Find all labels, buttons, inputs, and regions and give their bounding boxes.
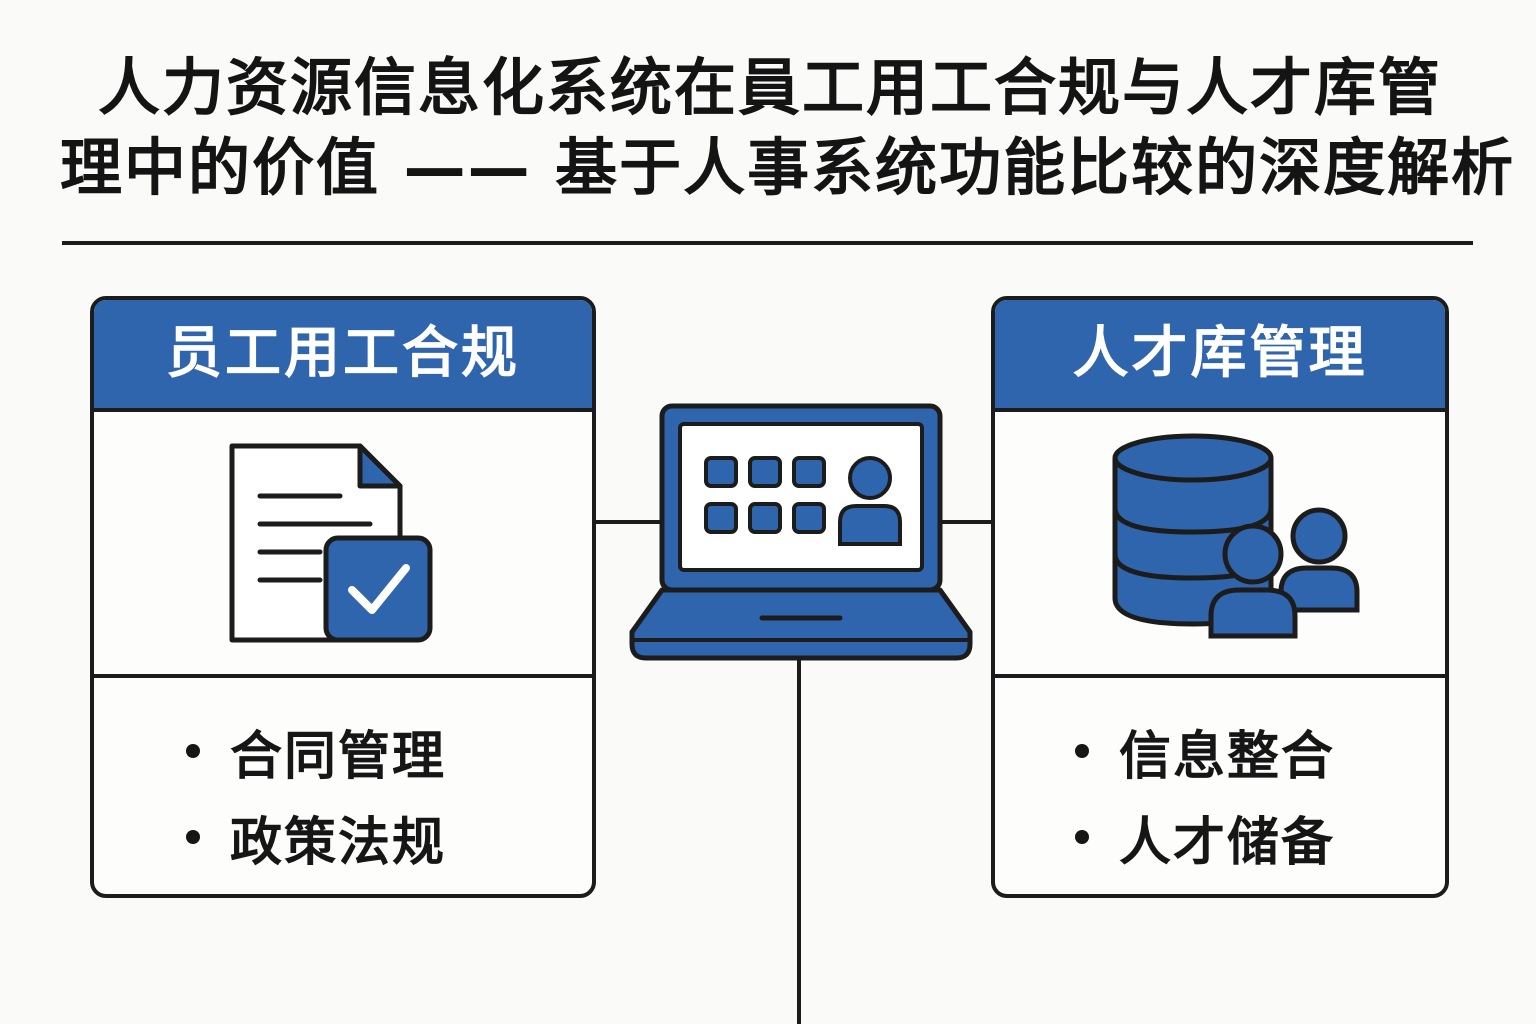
bullet-icon <box>1075 830 1089 844</box>
talent-pool-list: 信息整合 人才储备 <box>995 678 1445 880</box>
compliance-panel: 员工用工合规 合同管理 政策法规 <box>90 296 596 898</box>
list-item: 信息整合 <box>995 708 1445 794</box>
connector-down <box>797 660 801 1024</box>
bullet-icon <box>186 744 200 758</box>
list-item-label: 人才储备 <box>1119 812 1336 873</box>
talent-pool-icon-area <box>995 412 1445 678</box>
compliance-icon-area <box>94 412 592 678</box>
title-line-1: 人力资源信息化系统在員工用工合规与人才库管 <box>97 51 1442 124</box>
database-people-icon <box>1112 433 1360 639</box>
talent-pool-panel: 人才库管理 信息整合 人才储备 <box>991 296 1449 898</box>
list-item-label: 政策法规 <box>230 812 447 873</box>
connector-left <box>594 520 662 524</box>
page-title: 人力资源信息化系统在員工用工合规与人才库管 理中的价值 —— 基于人事系统功能比… <box>60 48 1516 208</box>
talent-pool-panel-header: 人才库管理 <box>995 300 1445 412</box>
list-item: 人才储备 <box>995 794 1445 880</box>
list-item-label: 信息整合 <box>1119 726 1336 787</box>
title-line-2: 理中的价值 —— 基于人事系统功能比较的深度解析 <box>60 131 1516 204</box>
compliance-list: 合同管理 政策法规 <box>94 678 592 880</box>
list-item-label: 合同管理 <box>230 726 447 787</box>
bullet-icon <box>186 830 200 844</box>
compliance-panel-header: 员工用工合规 <box>94 300 592 412</box>
list-item: 政策法规 <box>94 794 592 880</box>
connector-right <box>938 520 994 524</box>
list-item: 合同管理 <box>94 708 592 794</box>
bullet-icon <box>1075 744 1089 758</box>
title-divider <box>62 241 1473 245</box>
laptop-dashboard-icon <box>629 403 973 661</box>
document-check-icon <box>229 443 433 643</box>
